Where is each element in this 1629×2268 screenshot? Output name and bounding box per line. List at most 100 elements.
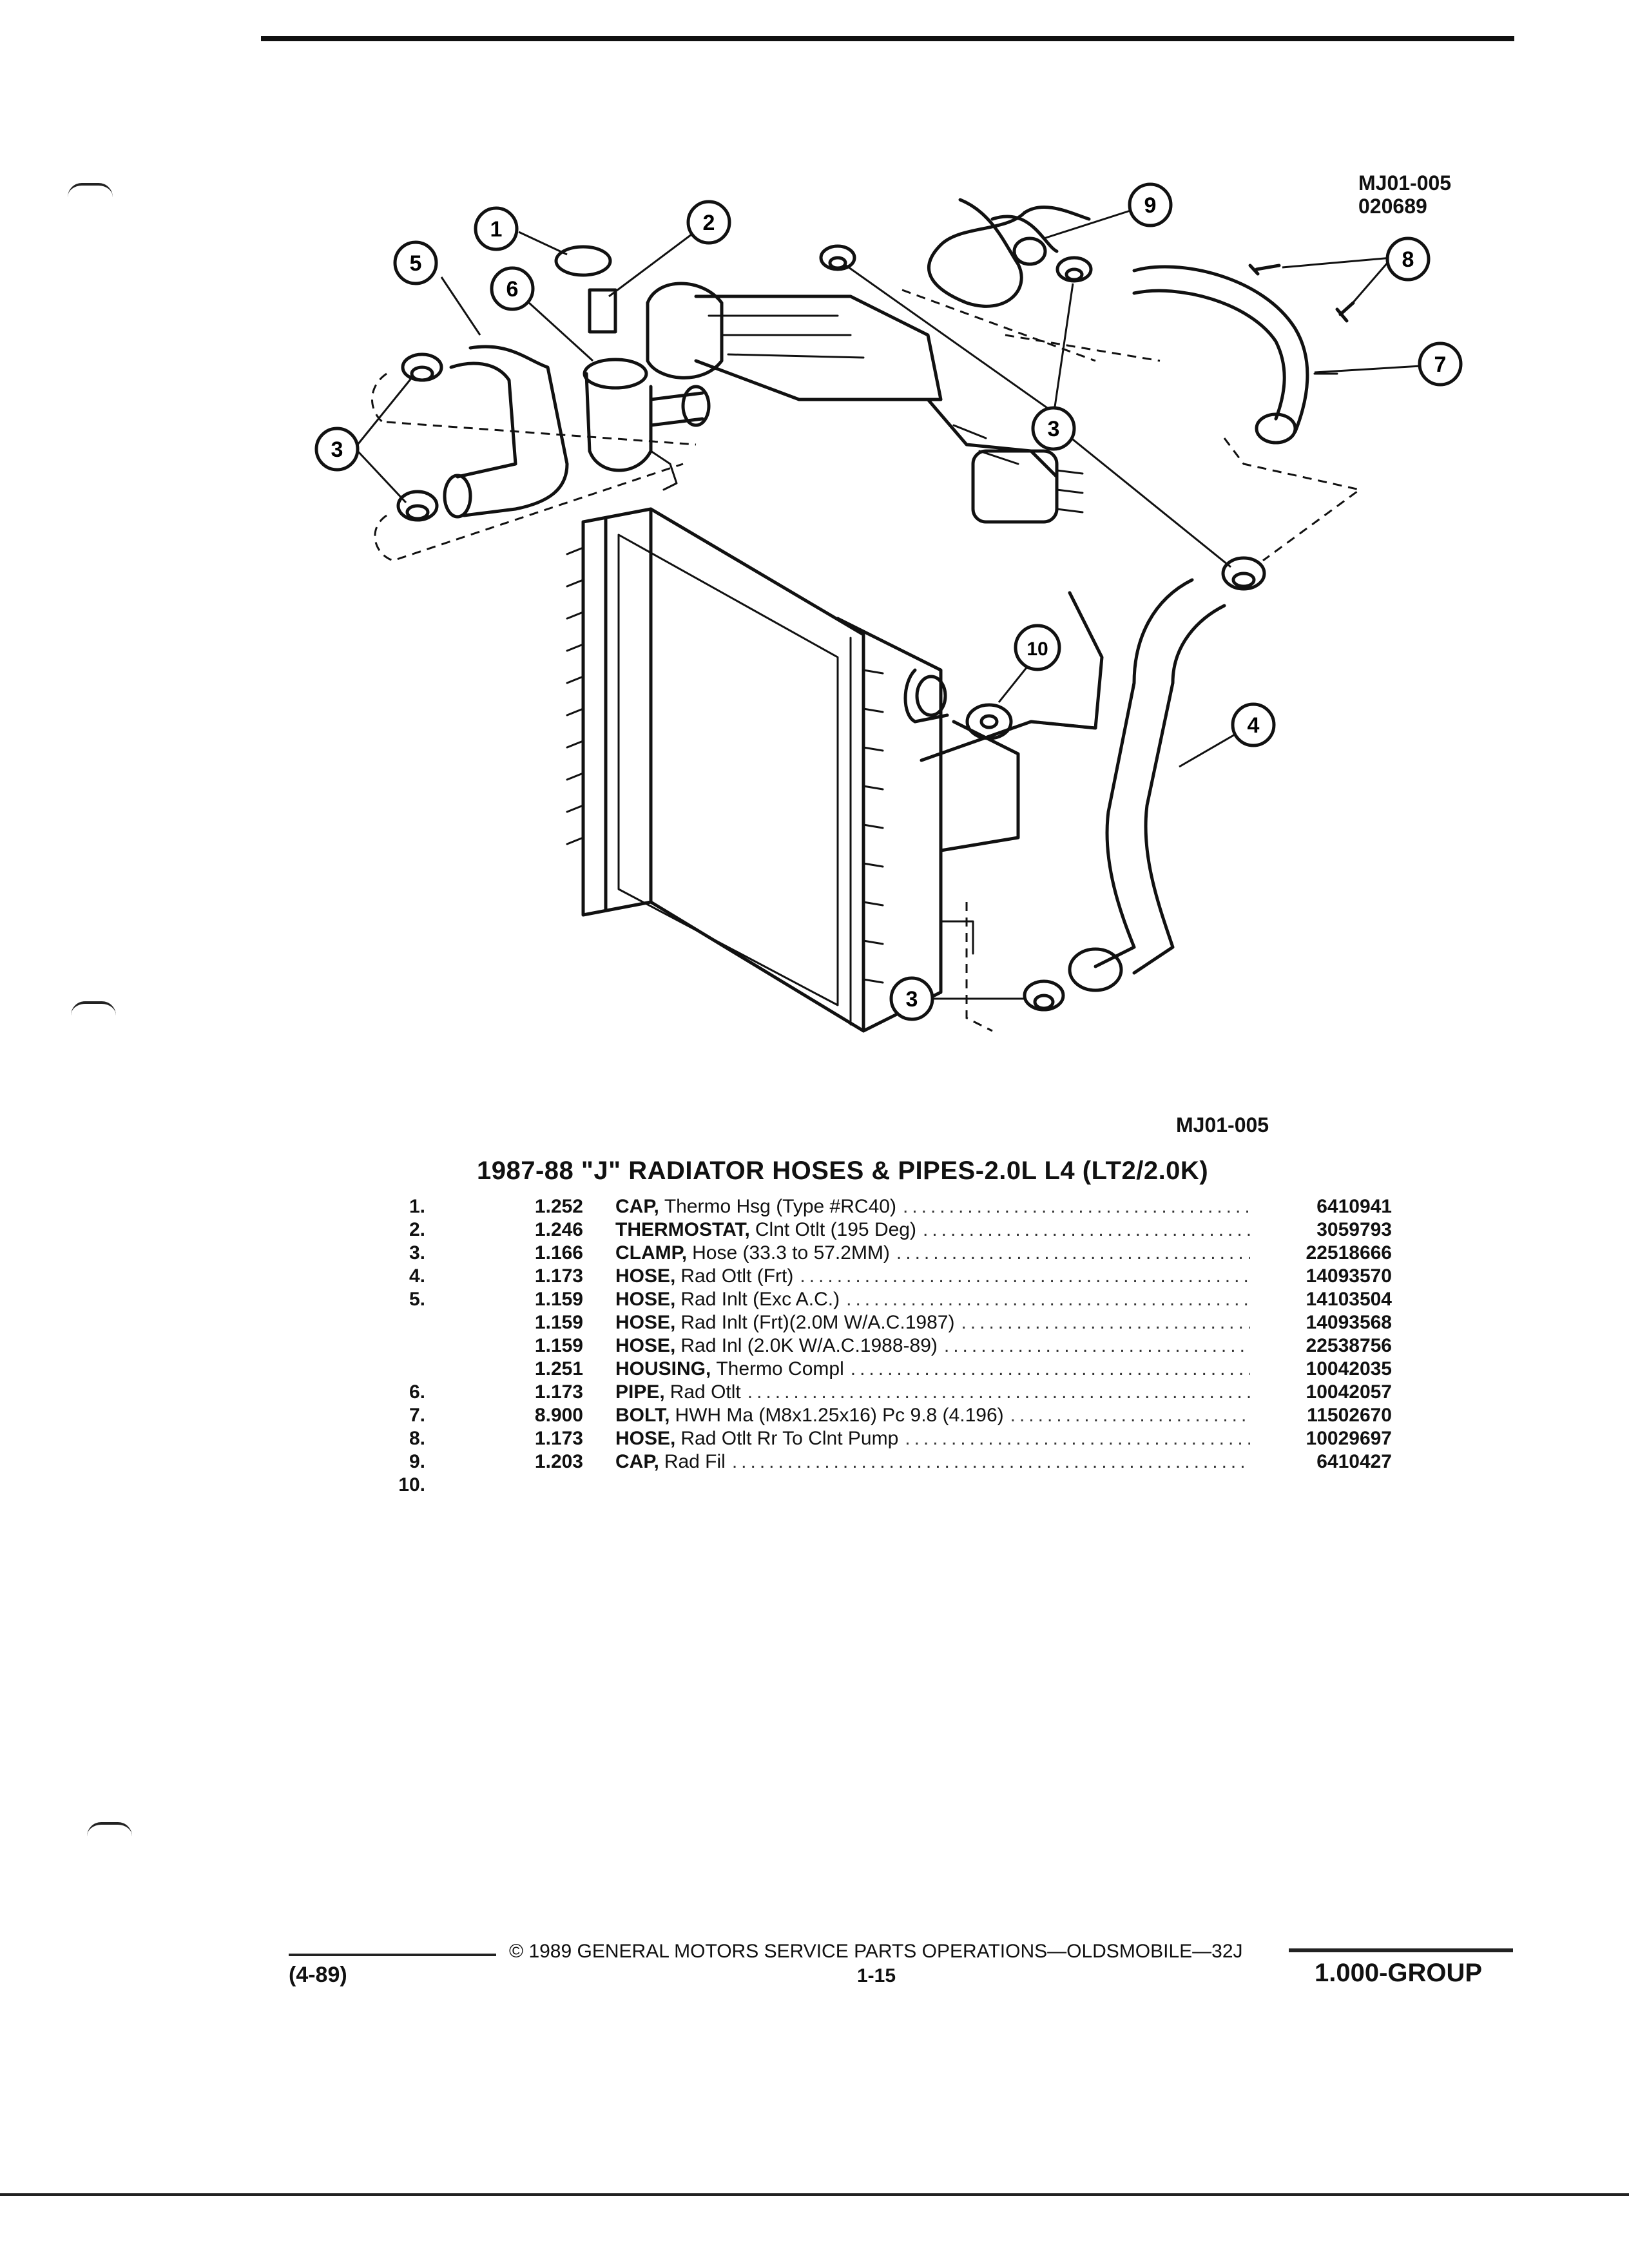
part-description: CAP,Rad Fil (583, 1451, 1250, 1473)
callout-10: 10 (1014, 624, 1061, 671)
group-number: 1.252 (534, 1196, 583, 1217)
part-number: 14093570 (1306, 1265, 1392, 1287)
hole-punch-mark (68, 183, 113, 197)
part-name: BOLT, (615, 1405, 670, 1426)
item-number: 9. (409, 1451, 425, 1472)
callout-number: 1 (490, 217, 503, 242)
leader-dots (923, 1219, 1250, 1241)
part-number: 6410941 (1316, 1196, 1392, 1217)
part-name: CLAMP, (615, 1242, 688, 1264)
callout-2: 2 (686, 200, 731, 245)
callout-3-left: 3 (314, 427, 360, 472)
leader-dots (1010, 1405, 1250, 1427)
footer-rule-left (289, 1954, 496, 1956)
callout-4: 4 (1231, 702, 1276, 747)
part-name: CAP, (615, 1196, 659, 1217)
catalog-title: 1987-88 "J" RADIATOR HOSES & PIPES-2.0L … (477, 1157, 1209, 1185)
part-description: PIPE,Rad Otlt (583, 1381, 1250, 1403)
figure-id: MJ01-005 (1358, 171, 1452, 195)
part-description: HOSE,Rad Inlt (Frt)(2.0M W/A.C.1987) (583, 1312, 1250, 1334)
parts-row: 7. 8.900 BOLT,HWH Ma (M8x1.25x16) Pc 9.8 (… (374, 1405, 1392, 1428)
part-name: CAP, (615, 1451, 659, 1472)
callout-number: 8 (1402, 247, 1414, 272)
callout-number: 7 (1434, 352, 1447, 377)
part-name: HOUSING, (615, 1358, 711, 1379)
leader-dots (944, 1335, 1250, 1357)
item-number: 5. (409, 1289, 425, 1310)
part-detail: Rad Inlt (Exc A.C.) (680, 1289, 840, 1310)
part-description: HOSE,Rad Otlt Rr To Clnt Pump (583, 1428, 1250, 1450)
callout-3-bottom: 3 (889, 976, 934, 1021)
callout-7: 7 (1418, 341, 1463, 387)
part-detail: Hose (33.3 to 57.2MM) (692, 1242, 890, 1264)
radiator (566, 507, 943, 1033)
part-description: HOSE,Rad Inl (2.0K W/A.C.1988-89) (583, 1335, 1250, 1357)
part-description: CLAMP,Hose (33.3 to 57.2MM) (583, 1242, 1250, 1264)
top-rule (261, 36, 1514, 41)
radiator-hose-diagram: 1 2 5 6 3 9 8 7 3 10 4 3 (314, 182, 1463, 1033)
group-number: 1.159 (534, 1289, 583, 1310)
part-number: 22538756 (1306, 1335, 1392, 1356)
group-number: 1.246 (534, 1219, 583, 1240)
part-description: CAP,Thermo Hsg (Type #RC40) (583, 1196, 1250, 1218)
part-description: THERMOSTAT,Clnt Otlt (195 Deg) (583, 1219, 1250, 1241)
part-number: 14103504 (1306, 1289, 1392, 1310)
group-number: 1.159 (534, 1335, 583, 1356)
footer-group: 1.000-GROUP (1315, 1959, 1483, 1987)
footer-date: (4-89) (289, 1963, 347, 1987)
item-number: 6. (409, 1381, 425, 1403)
group-number: 1.166 (534, 1242, 583, 1264)
part-detail: Clnt Otlt (195 Deg) (755, 1219, 916, 1240)
group-number: 8.900 (534, 1405, 583, 1426)
group-number: 1.173 (534, 1381, 583, 1403)
callout-number: 5 (410, 251, 422, 276)
leader-dots (896, 1242, 1250, 1264)
item-number: 8. (409, 1428, 425, 1449)
bottom-rule (0, 2193, 1629, 2196)
callout-number: 3 (906, 987, 918, 1012)
leader-dots (961, 1312, 1250, 1334)
callout-3-center: 3 (1031, 406, 1076, 451)
part-name: HOSE, (615, 1428, 676, 1449)
item-number: 2. (409, 1219, 425, 1240)
part-number: 3059793 (1316, 1219, 1392, 1240)
leader-dots (800, 1265, 1250, 1287)
callout-1: 1 (474, 206, 519, 251)
callout-number: 9 (1144, 193, 1157, 218)
group-number: 1.203 (534, 1451, 583, 1472)
hole-punch-mark (71, 1001, 116, 1015)
part-name: HOSE, (615, 1289, 676, 1310)
part-detail: Rad Inl (2.0K W/A.C.1988-89) (680, 1335, 938, 1356)
part-detail: HWH Ma (M8x1.25x16) Pc 9.8 (4.196) (675, 1405, 1004, 1426)
part-number: 11502670 (1307, 1405, 1392, 1426)
callout-number: 4 (1248, 713, 1260, 738)
part-number: 10042035 (1306, 1358, 1392, 1379)
part-detail: Rad Otlt Rr To Clnt Pump (680, 1428, 899, 1449)
part-detail: Rad Otlt (670, 1381, 741, 1403)
group-number: 1.251 (534, 1358, 583, 1379)
callout-8: 8 (1385, 236, 1431, 282)
leader-dots (846, 1289, 1250, 1311)
callout-number: 6 (506, 277, 519, 302)
part-name: HOSE, (615, 1335, 676, 1356)
callout-9: 9 (1128, 182, 1173, 227)
figure-caption-code: MJ01-005 (1176, 1113, 1269, 1137)
group-number: 1.173 (534, 1265, 583, 1287)
leader-dots (732, 1451, 1250, 1473)
parts-row: 1.251 HOUSING,Thermo Compl 10042035 (374, 1358, 1392, 1381)
group-number: 1.159 (534, 1312, 583, 1333)
item-number: 7. (409, 1405, 425, 1426)
part-detail: Thermo Compl (716, 1358, 844, 1379)
page-number: 1-15 (857, 1965, 896, 1986)
part-name: HOSE, (615, 1265, 676, 1287)
leader-dots (851, 1358, 1250, 1380)
part-number: 22518666 (1306, 1242, 1392, 1264)
